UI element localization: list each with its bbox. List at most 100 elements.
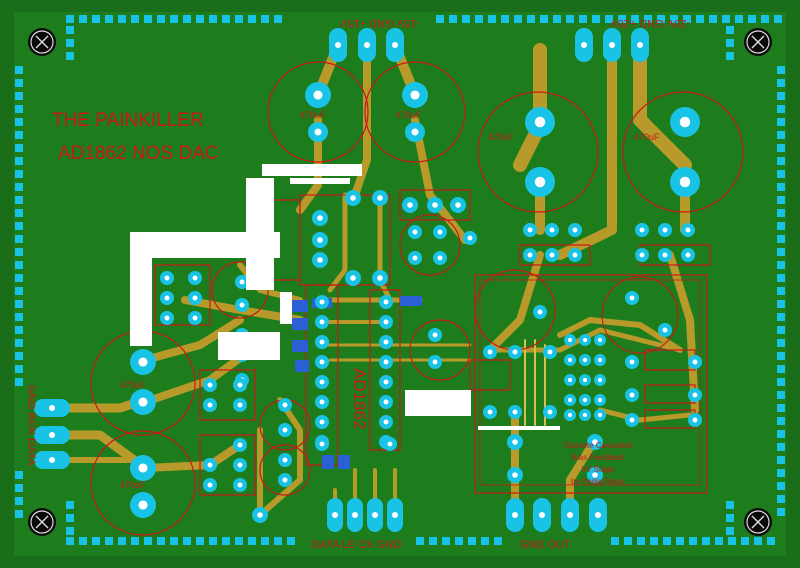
perimeter-via xyxy=(15,92,23,100)
perimeter-via xyxy=(644,15,652,23)
perimeter-via xyxy=(527,15,535,23)
perimeter-via xyxy=(157,537,165,545)
drill-hole xyxy=(662,227,668,233)
perimeter-via xyxy=(777,404,785,412)
drill-hole xyxy=(383,339,389,345)
drill-hole xyxy=(692,417,698,423)
perimeter-via xyxy=(429,537,437,545)
drill-hole xyxy=(582,337,588,343)
drill-hole xyxy=(512,472,518,478)
perimeter-via xyxy=(777,209,785,217)
drill-hole xyxy=(572,227,578,233)
perimeter-via xyxy=(650,537,658,545)
perimeter-via xyxy=(777,339,785,347)
drill-hole xyxy=(282,402,288,408)
drill-hole xyxy=(383,379,389,385)
drill-hole xyxy=(138,463,148,473)
perimeter-via xyxy=(235,537,243,545)
perimeter-via xyxy=(66,15,74,23)
perimeter-via xyxy=(488,15,496,23)
perimeter-via xyxy=(15,144,23,152)
drill-hole xyxy=(317,215,323,221)
drill-hole xyxy=(350,275,356,281)
perimeter-via xyxy=(777,417,785,425)
drill-hole xyxy=(350,195,356,201)
drill-hole xyxy=(412,255,418,261)
perimeter-vias xyxy=(15,15,785,545)
drill-hole xyxy=(314,128,322,136)
drill-hole xyxy=(392,42,398,48)
perimeter-via xyxy=(209,15,217,23)
perimeter-via xyxy=(131,15,139,23)
drill-hole xyxy=(692,359,698,365)
drill-hole xyxy=(392,512,398,518)
perimeter-via xyxy=(66,52,74,60)
perimeter-via xyxy=(611,537,619,545)
perimeter-via xyxy=(105,537,113,545)
perimeter-via xyxy=(777,378,785,386)
drill-hole xyxy=(138,397,148,407)
drill-hole xyxy=(192,275,198,281)
perimeter-via xyxy=(274,537,282,545)
perimeter-via xyxy=(462,15,470,23)
drill-hole xyxy=(412,229,418,235)
drill-hole xyxy=(319,441,325,447)
drill-hole xyxy=(407,202,413,208)
perimeter-via xyxy=(777,365,785,373)
drill-hole xyxy=(512,512,518,518)
connector-label-bottom-right: GND OUT xyxy=(520,539,571,551)
perimeter-via xyxy=(777,469,785,477)
drill-hole xyxy=(383,299,389,305)
through-hole-pads xyxy=(34,28,702,532)
drill-hole xyxy=(319,379,325,385)
drill-hole xyxy=(639,252,645,258)
perimeter-via xyxy=(144,537,152,545)
connector-label-left: GND BCK DATA xyxy=(25,385,37,467)
perimeter-via xyxy=(15,248,23,256)
drill-hole xyxy=(192,295,198,301)
perimeter-via xyxy=(777,287,785,295)
perimeter-via xyxy=(777,248,785,256)
perimeter-via xyxy=(15,261,23,269)
perimeter-via xyxy=(777,274,785,282)
perimeter-via xyxy=(15,183,23,191)
perimeter-via xyxy=(728,537,736,545)
drill-hole xyxy=(257,512,263,518)
drill-hole xyxy=(237,482,243,488)
perimeter-via xyxy=(15,118,23,126)
drill-hole xyxy=(679,116,691,128)
cap-label: 470uF xyxy=(300,110,326,120)
perimeter-via xyxy=(92,15,100,23)
drill-hole xyxy=(49,432,55,438)
perimeter-via xyxy=(15,79,23,87)
cap-label: 470uF xyxy=(634,132,660,142)
drill-hole xyxy=(352,512,358,518)
cap-label: 470uF xyxy=(120,480,146,490)
drill-hole xyxy=(567,412,573,418)
drill-hole xyxy=(411,128,419,136)
connector-label-top-right: -20V GND +20V xyxy=(610,17,690,29)
perimeter-via xyxy=(754,537,762,545)
perimeter-via xyxy=(689,537,697,545)
mounting-hole xyxy=(744,508,772,536)
drill-hole xyxy=(282,457,288,463)
drill-hole xyxy=(567,377,573,383)
drill-hole xyxy=(437,229,443,235)
perimeter-via xyxy=(15,365,23,373)
perimeter-via xyxy=(449,15,457,23)
perimeter-via xyxy=(15,170,23,178)
perimeter-via xyxy=(777,183,785,191)
perimeter-via xyxy=(777,430,785,438)
perimeter-via xyxy=(287,537,295,545)
perimeter-via xyxy=(637,537,645,545)
perimeter-via xyxy=(66,26,74,34)
perimeter-via xyxy=(702,537,710,545)
perimeter-via xyxy=(157,15,165,23)
perimeter-via xyxy=(15,313,23,321)
perimeter-via xyxy=(696,15,704,23)
drill-hole xyxy=(597,377,603,383)
perimeter-via xyxy=(79,15,87,23)
drill-hole xyxy=(547,349,553,355)
drill-hole xyxy=(512,439,518,445)
